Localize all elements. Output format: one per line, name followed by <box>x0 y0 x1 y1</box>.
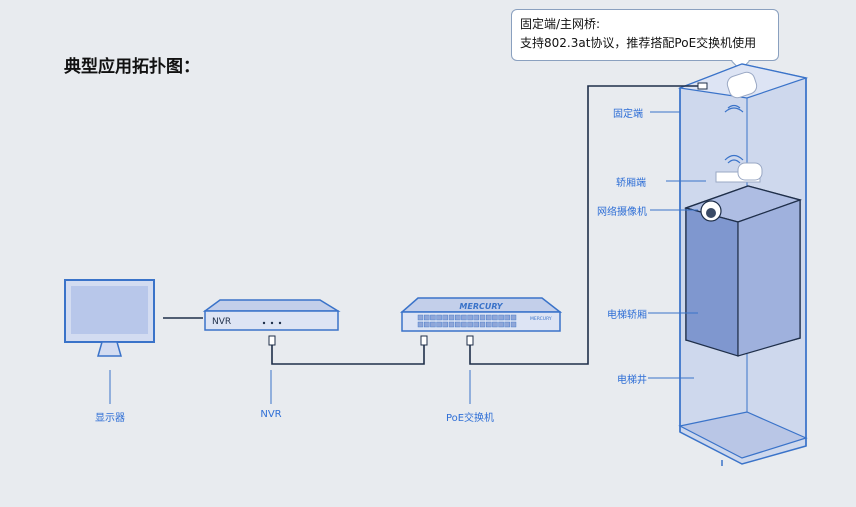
network-camera-icon <box>700 200 722 222</box>
switch-port <box>467 321 473 328</box>
car-end-bridge-icon <box>715 154 763 183</box>
switch-port <box>492 314 498 321</box>
monitor-label: 显示器 <box>95 413 125 424</box>
cable-connectors <box>268 82 708 346</box>
elevator-car-label: 电梯轿厢 <box>607 310 647 321</box>
switch-port <box>504 321 510 328</box>
page-title: 典型应用拓扑图： <box>64 57 200 77</box>
car-end-label: 轿厢端 <box>616 178 646 189</box>
monitor-icon <box>64 279 155 357</box>
switch-port <box>467 314 473 321</box>
switch-port <box>510 321 517 328</box>
switch-port <box>448 321 455 328</box>
switch-port <box>486 314 492 321</box>
switch-port <box>417 314 424 321</box>
switch-port <box>486 321 492 328</box>
callout-line-2: 支持802.3at协议，推荐搭配PoE交换机使用 <box>520 36 757 50</box>
switch-port <box>492 321 498 328</box>
elevator-car <box>683 185 803 357</box>
switch-port <box>430 321 436 328</box>
switch-port <box>461 321 467 328</box>
switch-port <box>442 314 448 321</box>
switch-port <box>473 321 479 328</box>
switch-port <box>479 321 486 328</box>
switch-port <box>455 321 461 328</box>
switch-port <box>436 314 442 321</box>
nvr-device: NVR <box>202 299 341 331</box>
switch-port <box>417 321 424 328</box>
callout-line-1: 固定端/主网桥: <box>520 17 601 31</box>
switch-brand-top: MERCURY <box>459 302 503 311</box>
switch-port <box>424 314 430 321</box>
switch-ports <box>417 314 517 328</box>
poe-switch-label: PoE交换机 <box>445 413 495 424</box>
switch-port <box>498 314 504 321</box>
switch-port <box>448 314 455 321</box>
network-camera-label: 网络摄像机 <box>597 207 647 218</box>
switch-port <box>504 314 510 321</box>
switch-brand-front: MERCURY <box>530 316 552 322</box>
switch-port <box>510 314 517 321</box>
elevator-shaft-label: 电梯井 <box>617 375 647 386</box>
switch-port <box>461 314 467 321</box>
switch-port <box>430 314 436 321</box>
fixed-end-bridge-icon <box>724 71 758 113</box>
fixed-end-label: 固定端 <box>613 109 643 120</box>
switch-port <box>473 314 479 321</box>
label-leaders <box>109 111 706 404</box>
fixed-end-callout: 固定端/主网桥: 支持802.3at协议，推荐搭配PoE交换机使用 <box>511 9 779 61</box>
switch-port <box>436 321 442 328</box>
poe-switch: MERCURY MERCURY <box>400 297 563 332</box>
nvr-device-text: NVR <box>212 317 231 327</box>
cables <box>163 85 700 365</box>
switch-port <box>479 314 486 321</box>
switch-port <box>498 321 504 328</box>
switch-port <box>442 321 448 328</box>
switch-port <box>455 314 461 321</box>
switch-port <box>424 321 430 328</box>
nvr-label: NVR <box>260 409 282 420</box>
